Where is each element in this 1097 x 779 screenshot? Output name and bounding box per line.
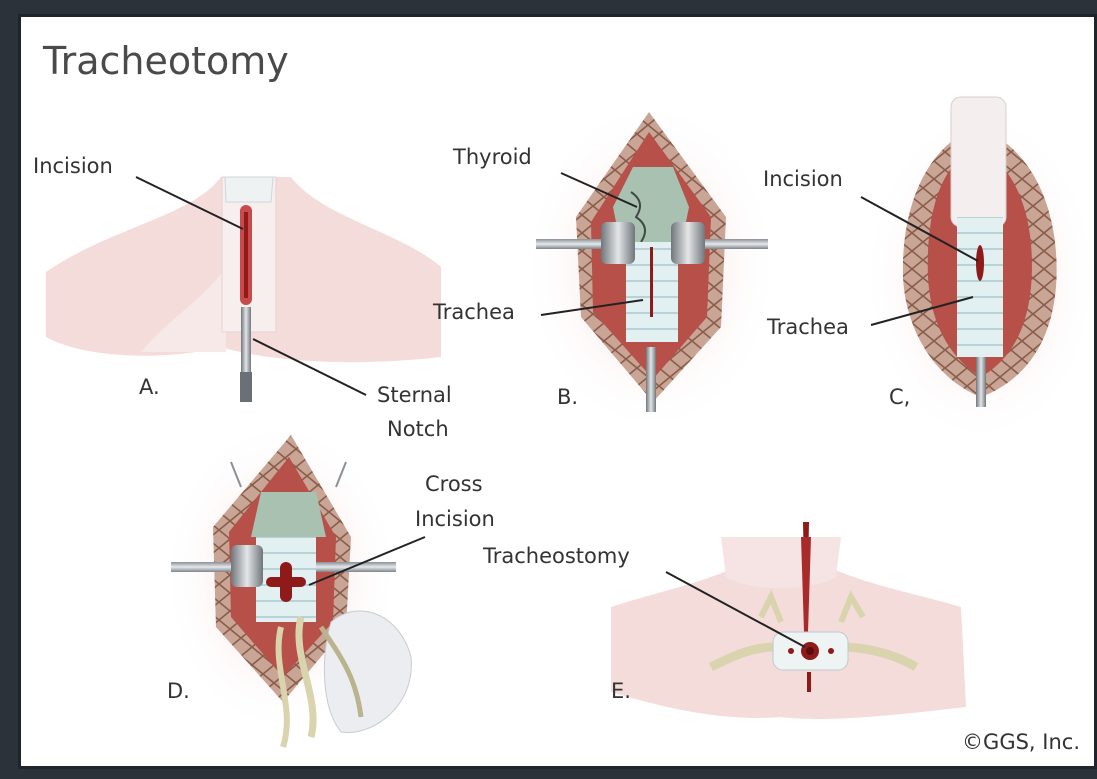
label-b-trachea: Trachea [433,300,515,325]
diagram-title: Tracheotomy [43,39,289,83]
label-d-cross-line2: Incision [415,507,495,532]
label-a-sternal-line1: Sternal [377,383,452,408]
panel-e-illustration [611,522,966,719]
panel-a-illustration [46,177,441,402]
label-a-incision: Incision [33,154,113,179]
label-b-thyroid: Thyroid [453,145,532,170]
copyright-notice: ©GGS, Inc. [962,730,1080,754]
panel-label-d: D. [167,679,190,704]
label-c-incision: Incision [763,167,843,192]
panel-label-e: E. [611,679,631,704]
diagram-frame: Tracheotomy Incision Sternal Notch Thyro… [18,14,1097,769]
label-d-cross-line1: Cross [425,472,483,497]
label-a-sternal-line2: Notch [387,417,449,442]
panel-label-c: C, [889,385,910,410]
panel-d-illustration [161,417,411,747]
panel-label-a: A. [139,375,160,400]
panel-label-b: B. [557,385,578,410]
label-c-trachea: Trachea [767,315,849,340]
label-e-tracheostomy: Tracheostomy [483,544,630,569]
